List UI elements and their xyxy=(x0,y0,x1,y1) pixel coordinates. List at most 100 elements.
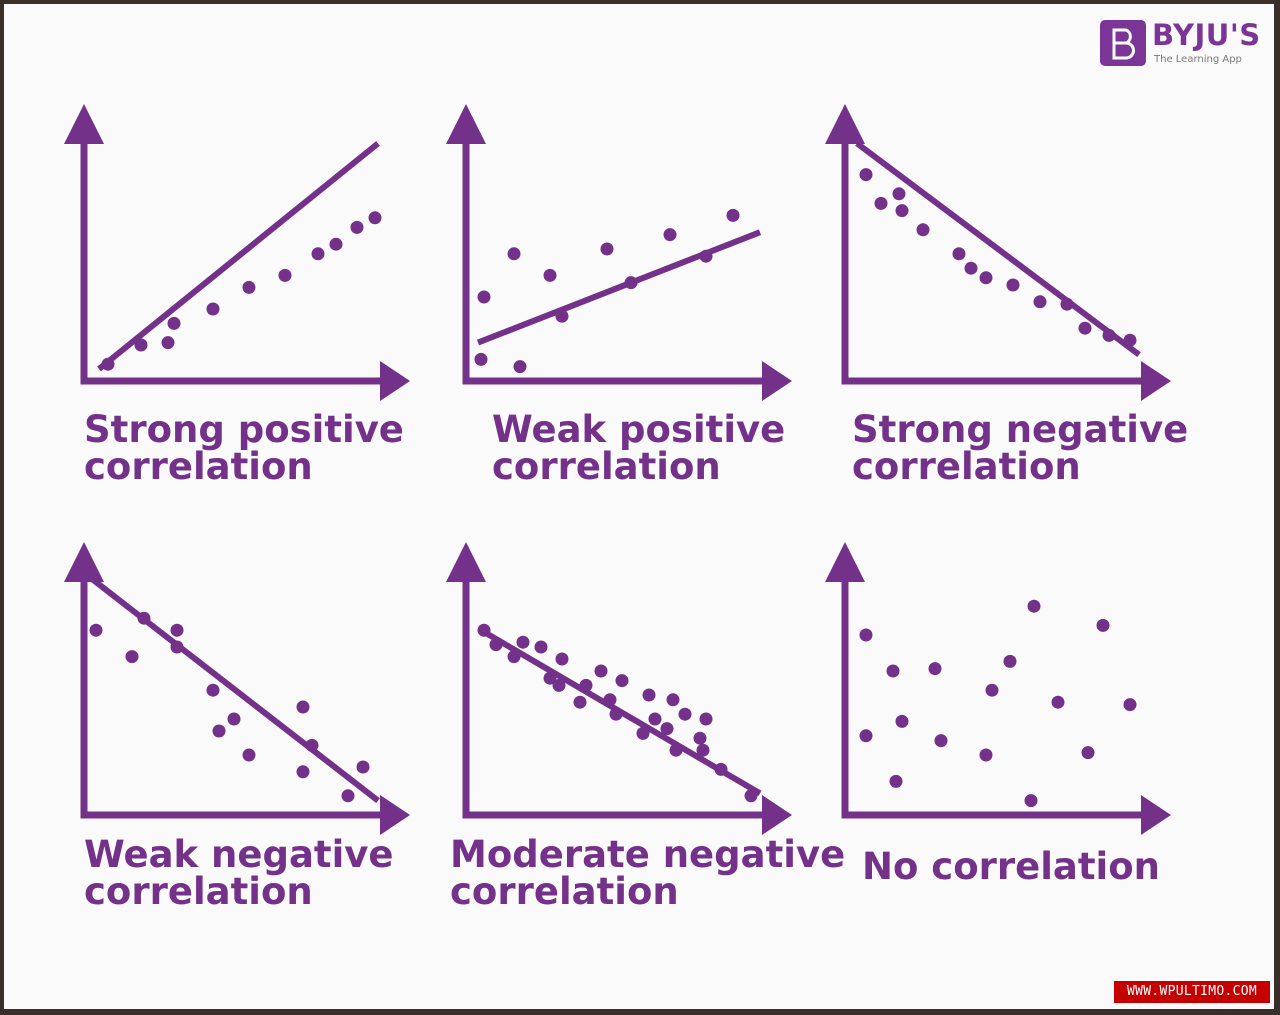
data-point xyxy=(543,671,557,685)
data-point xyxy=(895,204,909,218)
y-axis-arrow-icon xyxy=(825,542,865,582)
caption-line: Weak positive xyxy=(492,408,786,451)
data-point xyxy=(477,623,491,637)
data-point xyxy=(516,635,530,649)
data-point xyxy=(952,247,966,261)
data-point xyxy=(296,765,310,779)
caption-line: Strong positive xyxy=(84,408,404,451)
brand-logo: BYJU'S The Learning App xyxy=(1100,18,1270,70)
data-point xyxy=(579,678,593,692)
data-point xyxy=(89,623,103,637)
data-point xyxy=(161,336,175,350)
data-point xyxy=(1096,618,1110,632)
x-axis-arrow-icon xyxy=(380,361,410,401)
data-point xyxy=(859,628,873,642)
data-point xyxy=(513,360,527,374)
data-point xyxy=(329,237,343,251)
data-point xyxy=(296,700,310,714)
x-axis-arrow-icon xyxy=(762,795,792,835)
data-point xyxy=(874,196,888,210)
data-point xyxy=(985,683,999,697)
caption-line: correlation xyxy=(450,870,679,913)
data-point xyxy=(311,247,325,261)
data-point xyxy=(859,168,873,182)
data-point xyxy=(892,187,906,201)
caption-line: No correlation xyxy=(862,845,1160,888)
figure-canvas: BYJU'S The Learning App Strong positive … xyxy=(4,4,1274,1009)
data-point xyxy=(489,638,503,652)
data-point xyxy=(1033,295,1047,309)
data-point xyxy=(600,242,614,256)
trend-line-weak-positive xyxy=(476,229,762,346)
caption-moderate-negative: Moderate negative correlation xyxy=(450,836,845,910)
data-point xyxy=(1051,695,1065,709)
data-point xyxy=(170,623,184,637)
data-point xyxy=(573,695,587,709)
data-point xyxy=(305,738,319,752)
data-point xyxy=(859,729,873,743)
data-point xyxy=(555,652,569,666)
data-point xyxy=(1102,328,1116,342)
data-point xyxy=(543,268,557,282)
data-point xyxy=(1060,297,1074,311)
data-point xyxy=(928,662,942,676)
data-point xyxy=(1123,698,1137,712)
data-point xyxy=(696,743,710,757)
byjus-logo-icon xyxy=(1100,20,1146,66)
data-point xyxy=(206,302,220,316)
data-point xyxy=(648,712,662,726)
data-point xyxy=(137,611,151,625)
data-point xyxy=(889,774,903,788)
caption-no-correlation: No correlation xyxy=(862,848,1160,885)
data-point xyxy=(1078,321,1092,335)
data-point xyxy=(1027,599,1041,613)
data-point xyxy=(227,712,241,726)
y-axis-arrow-icon xyxy=(446,104,486,144)
data-point xyxy=(660,722,674,736)
data-point xyxy=(666,693,680,707)
data-point xyxy=(212,724,226,738)
data-point xyxy=(934,734,948,748)
data-point xyxy=(507,650,521,664)
correlation-panels xyxy=(64,104,1171,835)
x-axis-arrow-icon xyxy=(762,361,792,401)
brand-name: BYJU'S xyxy=(1152,18,1261,52)
data-point xyxy=(916,223,930,237)
data-point xyxy=(663,228,677,242)
data-point xyxy=(534,640,548,654)
data-point xyxy=(101,357,115,371)
data-point xyxy=(341,789,355,803)
data-point xyxy=(1006,278,1020,292)
data-point xyxy=(474,352,488,366)
data-point xyxy=(594,664,608,678)
x-axis-arrow-icon xyxy=(1141,361,1171,401)
data-point xyxy=(726,208,740,222)
data-point xyxy=(624,276,638,290)
data-point xyxy=(693,731,707,745)
caption-line: correlation xyxy=(492,445,721,488)
data-point xyxy=(206,683,220,697)
data-point xyxy=(642,688,656,702)
data-point xyxy=(1123,333,1137,347)
data-point xyxy=(350,220,364,234)
y-axis-arrow-icon xyxy=(64,104,104,144)
caption-line: correlation xyxy=(852,445,1081,488)
caption-line: Strong negative xyxy=(852,408,1189,451)
data-point xyxy=(368,211,382,225)
data-point xyxy=(170,640,184,654)
data-point xyxy=(134,338,148,352)
data-point xyxy=(356,760,370,774)
caption-line: correlation xyxy=(84,870,313,913)
data-point xyxy=(678,707,692,721)
data-point xyxy=(1081,746,1095,760)
y-axis-arrow-icon xyxy=(825,104,865,144)
caption-line: Weak negative xyxy=(84,833,394,876)
data-point xyxy=(979,271,993,285)
x-axis-arrow-icon xyxy=(1141,795,1171,835)
data-point xyxy=(886,664,900,678)
data-point xyxy=(167,316,181,330)
caption-line: correlation xyxy=(84,445,313,488)
data-point xyxy=(242,748,256,762)
data-point xyxy=(552,678,566,692)
y-axis-arrow-icon xyxy=(64,542,104,582)
